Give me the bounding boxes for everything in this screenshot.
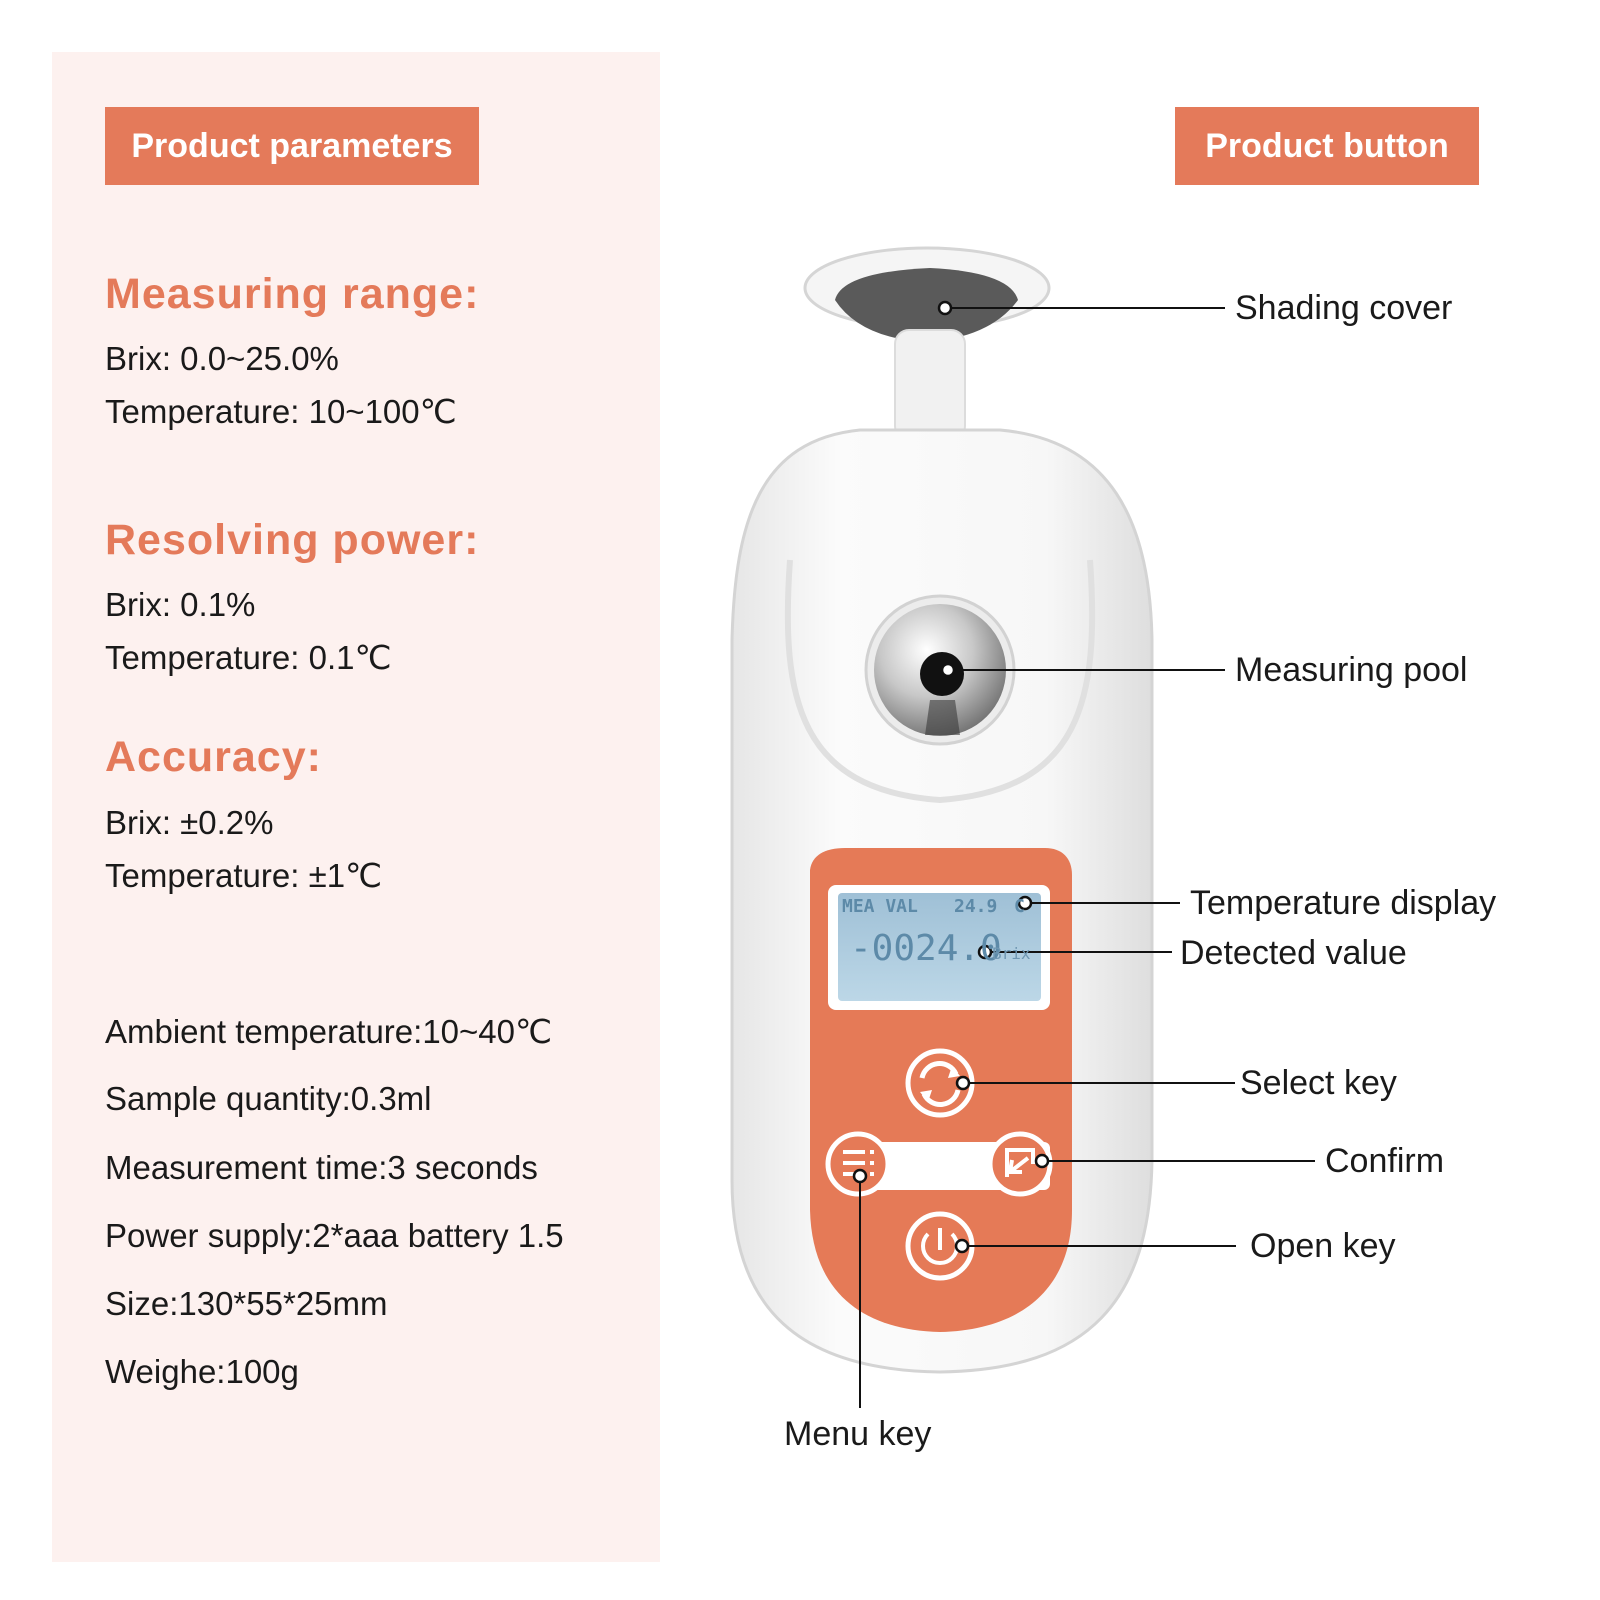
callout-leaders xyxy=(859,307,1315,1408)
callout-open-key: Open key xyxy=(1250,1227,1396,1265)
spec-power-supply: Power supply:2*aaa battery 1.5 xyxy=(105,1217,564,1254)
resolving-power-heading: Resolving power: xyxy=(105,516,480,564)
callout-confirm: Confirm xyxy=(1325,1142,1445,1180)
measuring-pool xyxy=(864,594,1016,746)
measuring-range-temperature: Temperature: 10~100℃ xyxy=(105,393,457,430)
menu-key[interactable] xyxy=(825,1131,891,1197)
lcd-temperature-unit: C xyxy=(1014,896,1025,917)
lcd-main-value: -0024.0 xyxy=(850,928,1002,969)
accuracy-temperature: Temperature: ±1℃ xyxy=(105,857,383,894)
callout-detected-value: Detected value xyxy=(1180,934,1407,972)
callout-select-key: Select key xyxy=(1240,1064,1397,1102)
lcd-mode-label: MEA VAL xyxy=(842,896,918,917)
product-button-tag: Product button xyxy=(1175,107,1479,185)
spec-ambient-temperature: Ambient temperature:10~40℃ xyxy=(105,1013,553,1050)
measuring-range-brix: Brix: 0.0~25.0% xyxy=(105,340,339,377)
lcd-screen xyxy=(828,885,1050,1010)
callout-menu-key: Menu key xyxy=(784,1415,932,1453)
confirm-key[interactable] xyxy=(987,1131,1053,1197)
accuracy-heading: Accuracy: xyxy=(105,733,322,781)
spec-sample-quantity: Sample quantity:0.3ml xyxy=(105,1080,432,1117)
callout-measuring-pool: Measuring pool xyxy=(1235,651,1468,689)
callout-dots xyxy=(852,300,1050,1254)
shading-cover xyxy=(803,246,1051,441)
accuracy-brix: Brix: ±0.2% xyxy=(105,804,274,841)
spec-measurement-time: Measurement time:3 seconds xyxy=(105,1149,538,1186)
lcd-temperature-value: 24.9 xyxy=(954,896,998,917)
resolving-power-brix: Brix: 0.1% xyxy=(105,586,256,623)
callout-temperature-display: Temperature display xyxy=(1190,884,1497,922)
open-key[interactable] xyxy=(905,1211,975,1281)
select-key[interactable] xyxy=(905,1048,975,1118)
callout-shading-cover: Shading cover xyxy=(1235,289,1453,327)
spec-weight: Weighe:100g xyxy=(105,1353,299,1390)
product-parameters-panel xyxy=(52,52,660,1562)
product-parameters-tag: Product parameters xyxy=(105,107,479,185)
lcd-unit: Brix xyxy=(992,944,1031,963)
spec-size: Size:130*55*25mm xyxy=(105,1285,388,1322)
measuring-range-heading: Measuring range: xyxy=(105,270,480,318)
resolving-power-temperature: Temperature: 0.1℃ xyxy=(105,639,392,676)
